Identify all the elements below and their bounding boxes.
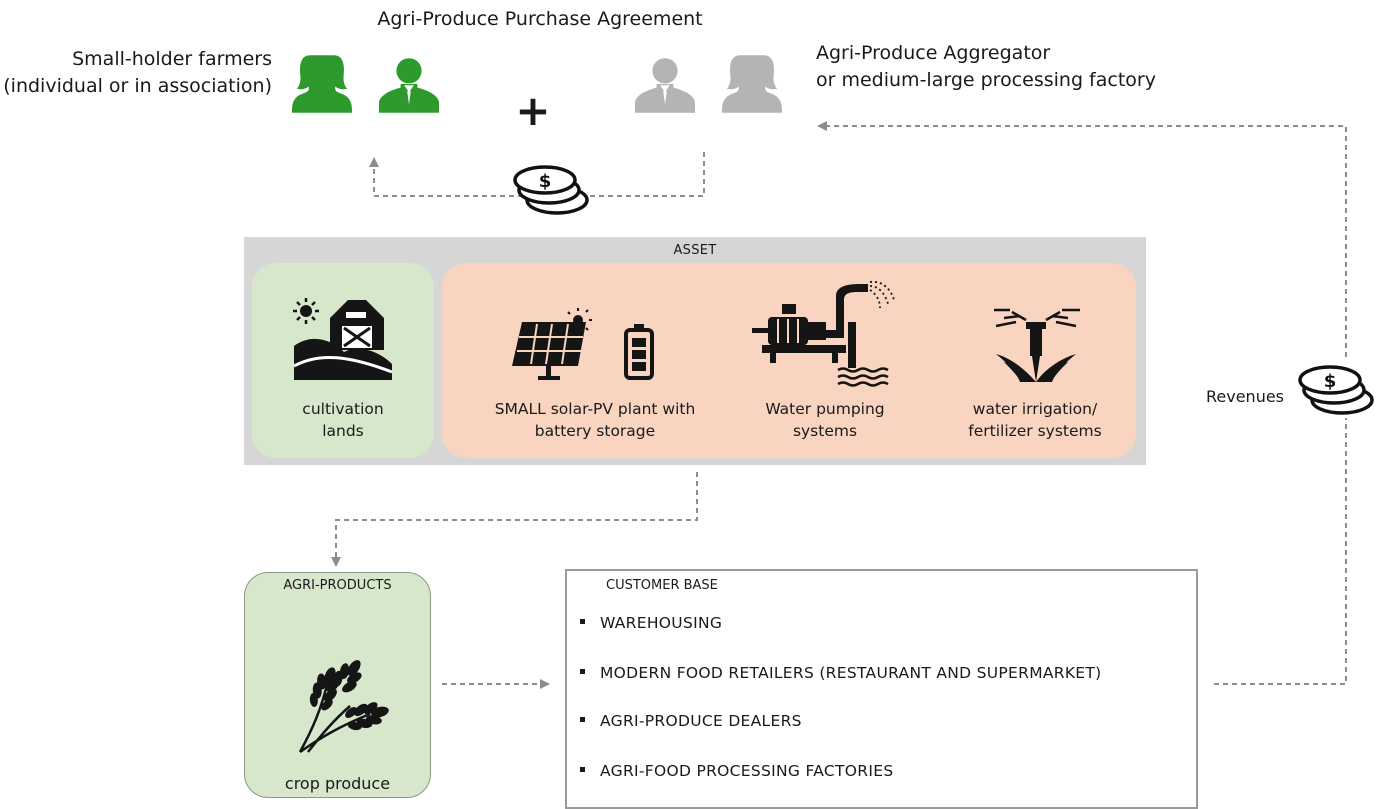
farmers-label-line2: (individual or in association) (3, 75, 272, 97)
farmer-male-icon (379, 58, 439, 113)
coins-icon: $ (513, 165, 589, 215)
agreement-title: Agri-Produce Purchase Agreement (377, 8, 703, 30)
asset-label-pumping: Water pumping systems (730, 398, 920, 442)
bullet (580, 767, 585, 772)
bullet (580, 619, 585, 624)
asset-label-irrigation: water irrigation/ fertilizer systems (940, 398, 1130, 442)
customer-item-text: MODERN FOOD RETAILERS (RESTAURANT AND SU… (600, 664, 1102, 682)
battery-icon (624, 324, 654, 380)
asset-label-line: cultivation (302, 400, 384, 418)
agri-products-title: AGRI-PRODUCTS (283, 578, 392, 593)
farmers-label: Small-holder farmers (individual or in a… (0, 46, 272, 100)
asset-label-line: systems (792, 422, 858, 440)
revenues-arrow (817, 121, 1347, 685)
customer-item-text: WAREHOUSING (600, 614, 723, 632)
farmers-label-line1: Small-holder farmers (72, 48, 272, 70)
customer-item: AGRI-FOOD PROCESSING FACTORIES (580, 762, 893, 780)
revenues-coins-icon: $ (1290, 358, 1374, 418)
crop-produce-label: crop produce (284, 774, 391, 793)
solar-panel-icon (512, 308, 592, 380)
aggregator-male-icon (635, 58, 695, 113)
water-pump-icon (752, 280, 895, 387)
asset-label-line: SMALL solar-PV plant with (494, 400, 696, 418)
aggregator-label-line1: Agri-Produce Aggregator (816, 42, 1051, 64)
customer-item: MODERN FOOD RETAILERS (RESTAURANT AND SU… (580, 664, 1102, 682)
asset-title: ASSET (673, 243, 717, 258)
revenues-label: Revenues (1206, 387, 1285, 406)
barn-icon (293, 298, 393, 380)
plus-sign: + (515, 86, 551, 135)
svg-text:$: $ (1324, 371, 1337, 392)
wheat-icon (298, 660, 389, 754)
customer-base-title: CUSTOMER BASE (606, 578, 718, 593)
asset-label-line: water irrigation/ (972, 400, 1098, 418)
asset-label-line: Water pumping (765, 400, 885, 418)
asset-to-products-arrow (331, 472, 698, 567)
bullet (580, 717, 585, 722)
bullet (580, 669, 585, 674)
asset-label-line: battery storage (534, 422, 656, 440)
aggregator-label: Agri-Produce Aggregator or medium-large … (816, 40, 1216, 94)
customer-item: AGRI-PRODUCE DEALERS (580, 712, 802, 730)
svg-text:$: $ (539, 171, 552, 192)
aggregator-female-icon (722, 55, 782, 113)
customer-item: WAREHOUSING (580, 614, 722, 632)
asset-label-line: lands (322, 422, 364, 440)
aggregator-label-line2: or medium-large processing factory (816, 69, 1156, 91)
customer-item-text: AGRI-FOOD PROCESSING FACTORIES (600, 762, 894, 780)
asset-label-cultivation: cultivation lands (252, 398, 434, 442)
asset-label-solar: SMALL solar-PV plant with battery storag… (455, 398, 735, 442)
customer-item-text: AGRI-PRODUCE DEALERS (600, 712, 802, 730)
sprinkler-icon (994, 308, 1080, 382)
asset-label-line: fertilizer systems (968, 422, 1102, 440)
farmer-female-icon (292, 55, 352, 113)
